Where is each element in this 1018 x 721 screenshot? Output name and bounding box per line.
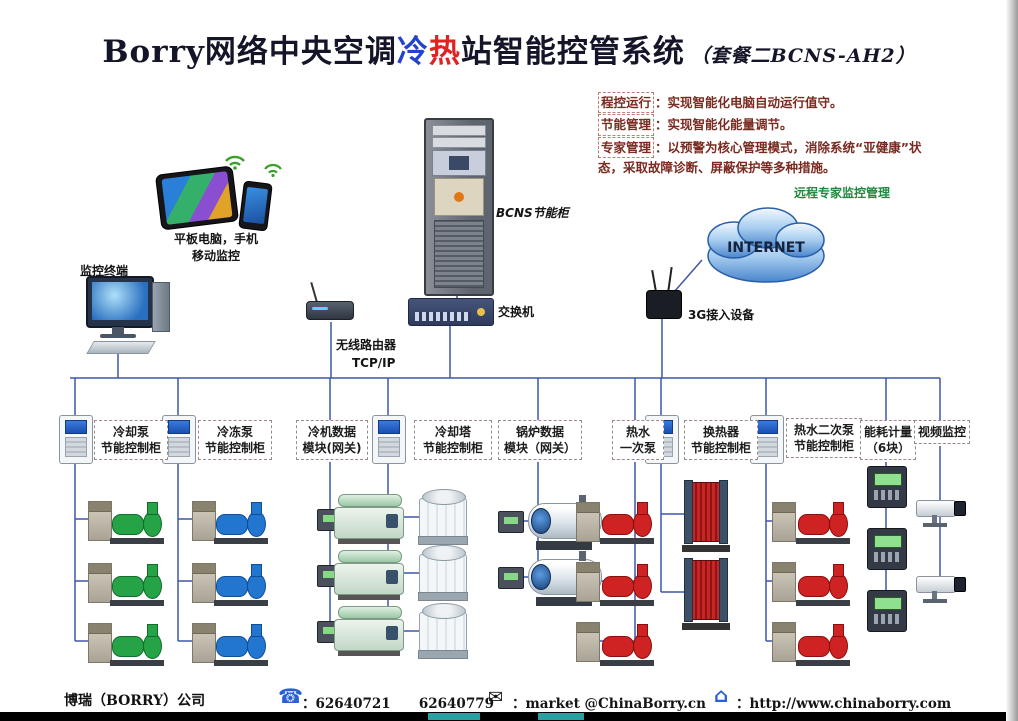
data-module-icon xyxy=(498,511,524,533)
tcpip-label: TCP/IP xyxy=(352,356,396,370)
chiller-icon xyxy=(334,550,404,600)
pump-control-box-icon xyxy=(88,623,112,663)
feature-item: 专家管理：以预警为核心管理模式，消除系统“亚健康”状态，采取故障诊断、屏蔽保护等… xyxy=(598,136,932,178)
title-main: Borry网络中央空调冷热站智能控管系统 xyxy=(102,34,685,70)
chilled-pump-icon xyxy=(214,500,268,544)
switch-label: 交换机 xyxy=(498,305,535,319)
cooling-tower-icon xyxy=(418,603,468,659)
mail-icon: ✉ xyxy=(488,687,504,708)
power-meter-icon xyxy=(867,466,907,508)
hotwater-primary-pump-icon xyxy=(600,562,654,606)
group-label-energy-meter: 能耗计量（6块） xyxy=(860,420,916,461)
terminal-label: 监控终端 xyxy=(80,264,129,278)
data-module-icon xyxy=(498,567,524,589)
pump-control-box-icon xyxy=(192,501,216,541)
wifi-icon xyxy=(264,163,282,177)
router-label: 无线路由器 xyxy=(336,338,397,352)
pump-control-box-icon xyxy=(576,622,600,662)
company-name: 博瑞（BORRY）公司 xyxy=(64,693,206,709)
phone-icon: ☎ xyxy=(278,684,303,708)
pump-control-box-icon xyxy=(192,623,216,663)
pump-control-box-icon xyxy=(772,502,796,542)
3g-label: 3G接入设备 xyxy=(688,308,755,322)
3g-modem-icon xyxy=(646,290,682,319)
title-cold-char: 冷 xyxy=(396,34,429,70)
pump-control-box-icon xyxy=(192,563,216,603)
group-label-cooling-pump: 冷却泵节能控制柜 xyxy=(94,420,168,461)
phone-icon xyxy=(238,180,273,232)
bottom-bar xyxy=(0,712,1018,721)
page-edge xyxy=(1006,0,1018,721)
hotwater-primary-pump-icon xyxy=(600,622,654,666)
rack-label: BCNS节能柜 xyxy=(496,206,569,220)
wifi-icon xyxy=(225,155,245,170)
heat-exchanger-icon xyxy=(682,478,730,552)
home-icon: ⌂ xyxy=(714,683,729,707)
feature-item: 节能管理：实现智能化能量调节。 xyxy=(598,114,932,136)
group-label-heat-exchanger: 换热器节能控制柜 xyxy=(684,420,758,461)
bus-line xyxy=(70,377,941,420)
feature-list: 程控运行：实现智能化电脑自动运行值守。 节能管理：实现智能化能量调节。 专家管理… xyxy=(598,92,932,179)
chilled-pump-icon xyxy=(214,622,268,666)
camera-icon xyxy=(914,568,968,606)
heat-exchanger-icon xyxy=(682,556,730,630)
hotwater-primary-pump-icon xyxy=(600,500,654,544)
chilled-pump-icon xyxy=(214,562,268,606)
hotwater-secondary-pump-icon xyxy=(796,562,850,606)
monitor-icon xyxy=(86,276,154,328)
website-url: ：http://www.chinaborry.com xyxy=(736,696,952,712)
server-rack-icon xyxy=(424,118,494,296)
camera-icon xyxy=(914,492,968,530)
pump-control-box-icon xyxy=(88,563,112,603)
chiller-icon xyxy=(334,494,404,544)
email-address: ：market @ChinaBorry.cn xyxy=(512,696,706,712)
pump-control-box-icon xyxy=(88,501,112,541)
pump-control-box-icon xyxy=(772,622,796,662)
power-meter-icon xyxy=(867,528,907,570)
pump-control-box-icon xyxy=(576,502,600,542)
cooling-tower-icon xyxy=(418,489,468,545)
feature-item: 程控运行：实现智能化电脑自动运行值守。 xyxy=(598,92,932,114)
group-label-chilled-pump: 冷冻泵节能控制柜 xyxy=(198,420,272,461)
cooling-pump-icon xyxy=(110,562,164,606)
control-cabinet-icon xyxy=(372,415,406,464)
cooling-pump-icon xyxy=(110,622,164,666)
remote-expert-label: 远程专家监控管理 xyxy=(794,186,891,200)
internet-label: INTERNET xyxy=(727,240,805,256)
tablet-icon xyxy=(154,165,240,231)
network-switch-icon xyxy=(408,298,494,326)
group-label-cooling-tower: 冷却塔节能控制柜 xyxy=(414,420,492,461)
group-label-hotwater-primary-pump: 热水一次泵 xyxy=(612,420,664,461)
title-hot-char: 热 xyxy=(428,34,461,70)
mobile-label: 平板电脑，手机 移动监控 xyxy=(173,232,258,263)
internet-cloud xyxy=(696,194,836,294)
title-suffix: （套餐二BCNS-AH2） xyxy=(690,45,916,67)
pump-control-box-icon xyxy=(576,562,600,602)
group-label-hotwater-secondary-pump: 热水二次泵节能控制柜 xyxy=(786,418,862,459)
power-meter-icon xyxy=(867,590,907,632)
hotwater-secondary-pump-icon xyxy=(796,500,850,544)
router-led xyxy=(312,307,328,310)
monitor-stand xyxy=(112,327,124,335)
cooling-pump-icon xyxy=(110,500,164,544)
monitor-foot xyxy=(100,334,136,338)
page-title: Borry网络中央空调冷热站智能控管系统 （套餐二BCNS-AH2） xyxy=(0,26,1018,71)
taskbar-item[interactable] xyxy=(428,713,480,720)
cooling-tower-icon xyxy=(418,545,468,601)
phone-numbers: ：62640721 62640779 xyxy=(302,696,494,712)
pump-control-box-icon xyxy=(772,562,796,602)
hotwater-secondary-pump-icon xyxy=(796,622,850,666)
taskbar-item[interactable] xyxy=(538,713,584,720)
wireless-router-icon xyxy=(306,301,354,320)
keyboard-icon xyxy=(86,341,156,354)
group-label-boiler-module: 锅炉数据模块（网关） xyxy=(498,420,582,461)
chiller-icon xyxy=(334,606,404,656)
group-label-chiller-module: 冷机数据模块(网关) xyxy=(296,420,368,461)
computer-tower-icon xyxy=(152,282,170,332)
group-label-video-monitor: 视频监控 xyxy=(914,420,970,445)
control-cabinet-icon xyxy=(59,415,93,464)
